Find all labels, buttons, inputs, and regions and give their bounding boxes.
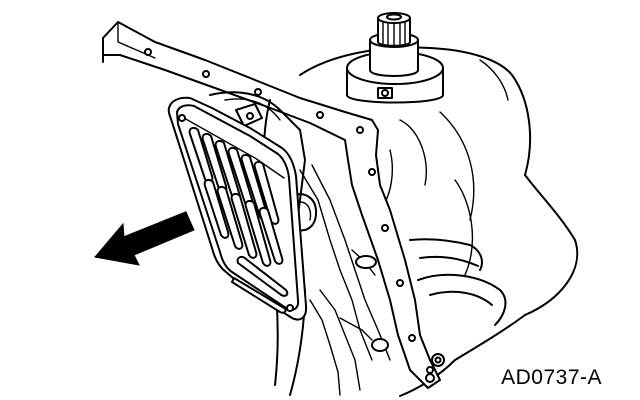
output-shaft — [346, 12, 444, 104]
filter-bracket — [209, 91, 318, 232]
pan-gasket-flange — [102, 21, 441, 389]
figure-id-label: AD0737-A — [501, 366, 602, 389]
transmission-case — [299, 46, 579, 397]
fluid-filter — [167, 96, 308, 321]
arrow-indicator-icon — [94, 211, 195, 266]
